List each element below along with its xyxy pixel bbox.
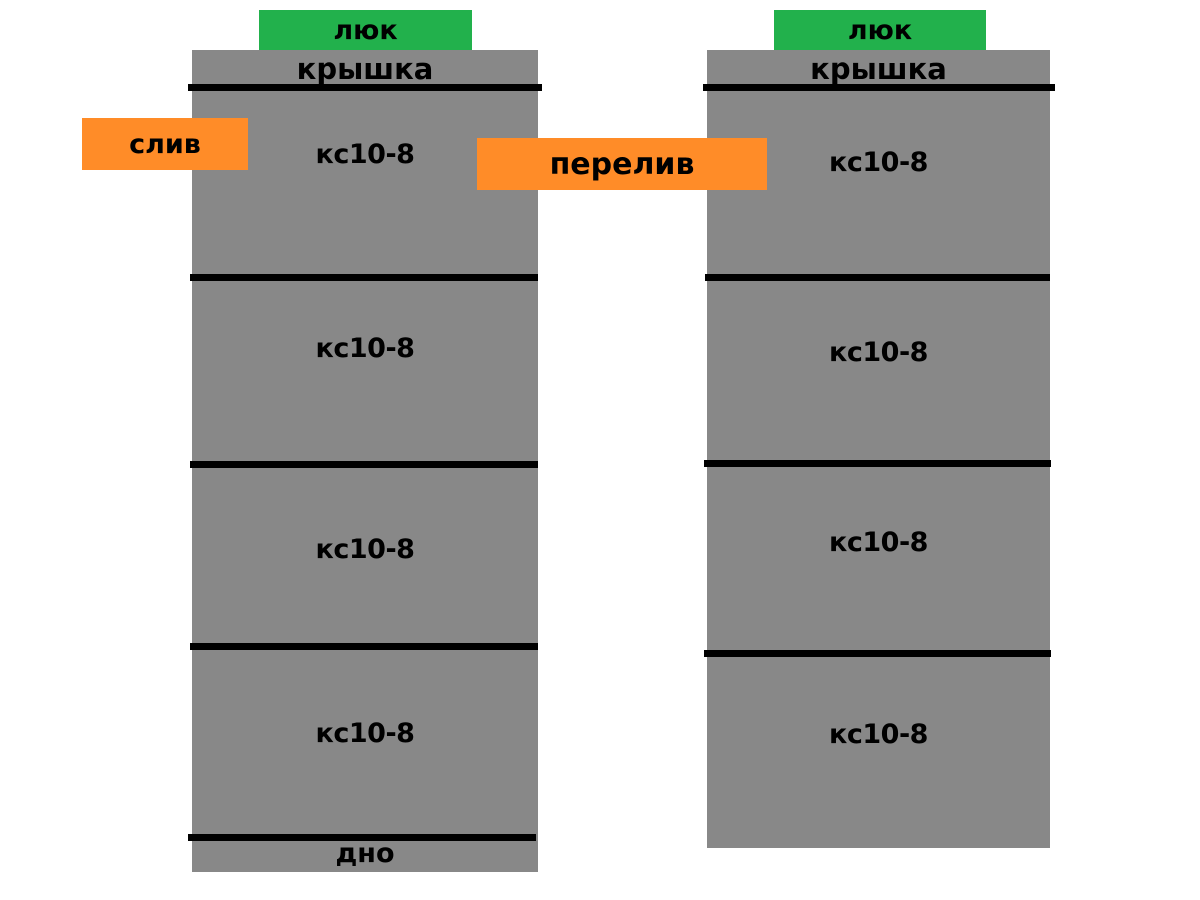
right-tank-hatch-label: люк: [847, 14, 913, 46]
drain-pipe-label: слив: [129, 128, 201, 160]
left-tank-ring-label-2: кс10-8: [315, 333, 415, 364]
right-tank-divider-3: [704, 650, 1051, 657]
right-tank-cover-line: [703, 84, 1055, 91]
left-tank-bottom-line: [188, 834, 536, 841]
overflow-pipe: перелив: [477, 138, 767, 190]
right-tank-hatch: люк: [774, 10, 986, 50]
right-tank-ring-label-4: кс10-8: [829, 719, 928, 750]
overflow-pipe-label: перелив: [549, 146, 695, 182]
left-tank-bottom-label: дно: [335, 838, 395, 869]
right-tank-ring-label-2: кс10-8: [829, 337, 928, 368]
left-tank-ring-label-1: кс10-8: [315, 139, 415, 170]
right-tank-divider-2: [704, 460, 1051, 467]
right-tank-cover-label: крышка: [810, 52, 947, 86]
left-tank-hatch-label: люк: [333, 14, 398, 46]
right-tank-ring-label-3: кс10-8: [829, 527, 928, 558]
left-tank-cover-label: крышка: [296, 52, 434, 86]
left-tank-divider-3: [190, 643, 538, 650]
left-tank-hatch: люк: [259, 10, 472, 50]
left-tank-ring-label-3: кс10-8: [315, 534, 415, 565]
drain-pipe: слив: [82, 118, 248, 170]
left-tank-ring-label-4: кс10-8: [315, 718, 415, 749]
left-tank-divider-2: [190, 461, 538, 468]
left-tank-cover-line: [188, 84, 542, 91]
right-tank-ring-label-1: кс10-8: [829, 147, 928, 178]
right-tank-divider-1: [705, 274, 1050, 281]
left-tank-divider-1: [190, 274, 538, 281]
